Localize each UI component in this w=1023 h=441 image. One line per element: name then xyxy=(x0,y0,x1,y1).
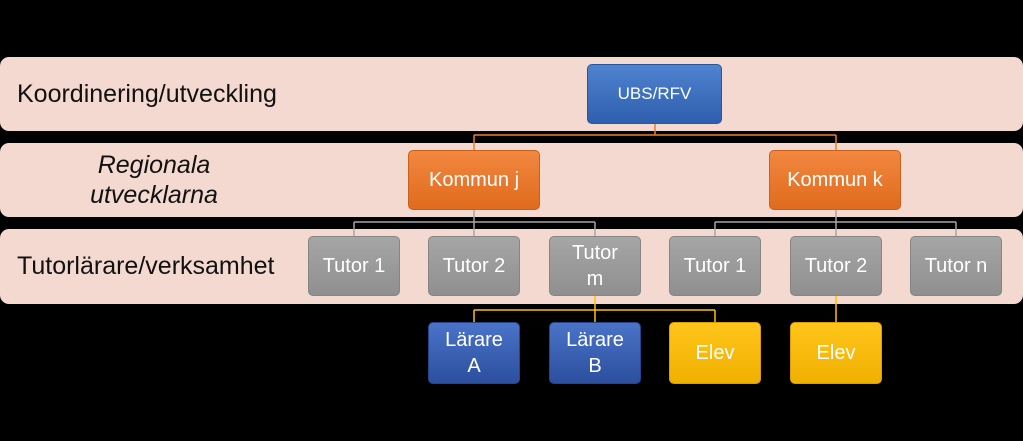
node-tutor-jm: Tutor m xyxy=(549,236,641,296)
node-kommun-k: Kommun k xyxy=(769,150,901,210)
node-elev-1: Elev xyxy=(669,322,761,384)
node-tutor-j1: Tutor 1 xyxy=(308,236,400,296)
node-kommun-j: Kommun j xyxy=(408,150,540,210)
band-coordination xyxy=(0,57,1023,131)
node-ubs-rfv: UBS/RFV xyxy=(587,64,722,124)
connector-kommun-tutor xyxy=(353,210,957,236)
connector-tutor-children xyxy=(473,296,837,322)
node-larare-a: Lärare A xyxy=(428,322,520,384)
connector-top-kommun xyxy=(473,124,837,150)
node-tutor-k1: Tutor 1 xyxy=(669,236,761,296)
node-tutor-j2: Tutor 2 xyxy=(428,236,520,296)
band-label-regional: Regionala utvecklarna xyxy=(90,151,218,209)
band-label-tutor: Tutorlärare/verksamhet xyxy=(17,252,275,280)
band-label-coordination: Koordinering/utveckling xyxy=(17,80,277,108)
node-tutor-kn: Tutor n xyxy=(910,236,1002,296)
node-elev-2: Elev xyxy=(790,322,882,384)
node-larare-b: Lärare B xyxy=(549,322,641,384)
node-tutor-k2: Tutor 2 xyxy=(790,236,882,296)
